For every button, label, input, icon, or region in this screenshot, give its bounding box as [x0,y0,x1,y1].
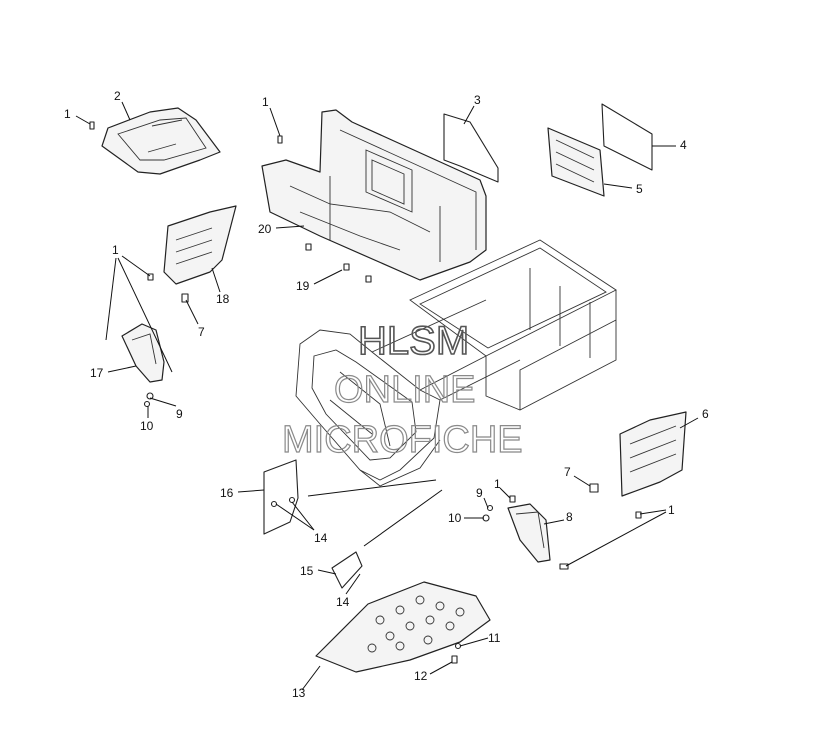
callout-10: 10 [140,419,154,433]
part-19-fasteners [305,243,372,283]
part-17-guard [121,323,165,383]
callout-labels: 1 2 1 3 4 5 20 1 18 19 7 17 9 10 6 7 1 9… [64,89,709,700]
callout-15: 15 [300,564,314,578]
callout-11: 11 [488,631,501,645]
part-9-10-fasteners-right [482,504,494,522]
callout-12: 12 [414,669,428,683]
part-7-clip-right [589,483,599,493]
callout-13: 13 [292,686,306,700]
callout-18: 18 [216,292,230,306]
part-16-bracket [263,459,299,535]
callout-7: 7 [198,325,205,339]
part-7-clip-left [181,293,189,303]
callout-5: 5 [636,182,643,196]
callout-16: 16 [220,486,234,500]
callout-9: 9 [476,486,483,500]
callout-1: 1 [668,503,675,517]
callout-9: 9 [176,407,183,421]
callout-1: 1 [494,477,501,491]
part-4-panel [601,103,653,171]
part-5-grille [547,127,605,197]
part-1-screws-right [509,495,642,570]
callout-20: 20 [258,222,272,236]
part-6-side-panel [619,411,687,497]
callout-14: 14 [336,595,350,609]
callout-1: 1 [112,243,119,257]
callout-14: 14 [314,531,328,545]
leader-lines [75,101,699,691]
part-9-10-fasteners-left [143,392,154,408]
part-11-12-fasteners-bottom [451,642,462,664]
watermark-line-1: HLSM [358,319,469,363]
part-8-guard [507,503,551,563]
watermark-line-2: ONLINE [334,369,475,411]
callout-1: 1 [262,95,269,109]
watermark: HLSM ONLINE MICROFICHE [281,318,523,461]
callout-7: 7 [564,465,571,479]
watermark-line-3: MICROFICHE [282,419,523,461]
part-15-plate [331,551,363,589]
part-20-rear-body [261,109,487,281]
main-frame [295,239,617,487]
callout-6: 6 [702,407,709,421]
callout-4: 4 [680,138,687,152]
callout-17: 17 [90,366,104,380]
callout-3: 3 [474,93,481,107]
part-2-front-cover [101,107,221,175]
part-1-screw-top-center [277,135,283,144]
part-1-screw-left-mid [147,273,154,281]
part-18-side-panel [163,205,237,285]
callout-8: 8 [566,510,573,524]
part-13-skid-plate [315,581,491,673]
callout-1: 1 [64,107,71,121]
callout-2: 2 [114,89,121,103]
callout-19: 19 [296,279,310,293]
callout-10: 10 [448,511,462,525]
part-3-gasket [443,113,499,183]
part-1-screw-top-left [89,121,95,130]
